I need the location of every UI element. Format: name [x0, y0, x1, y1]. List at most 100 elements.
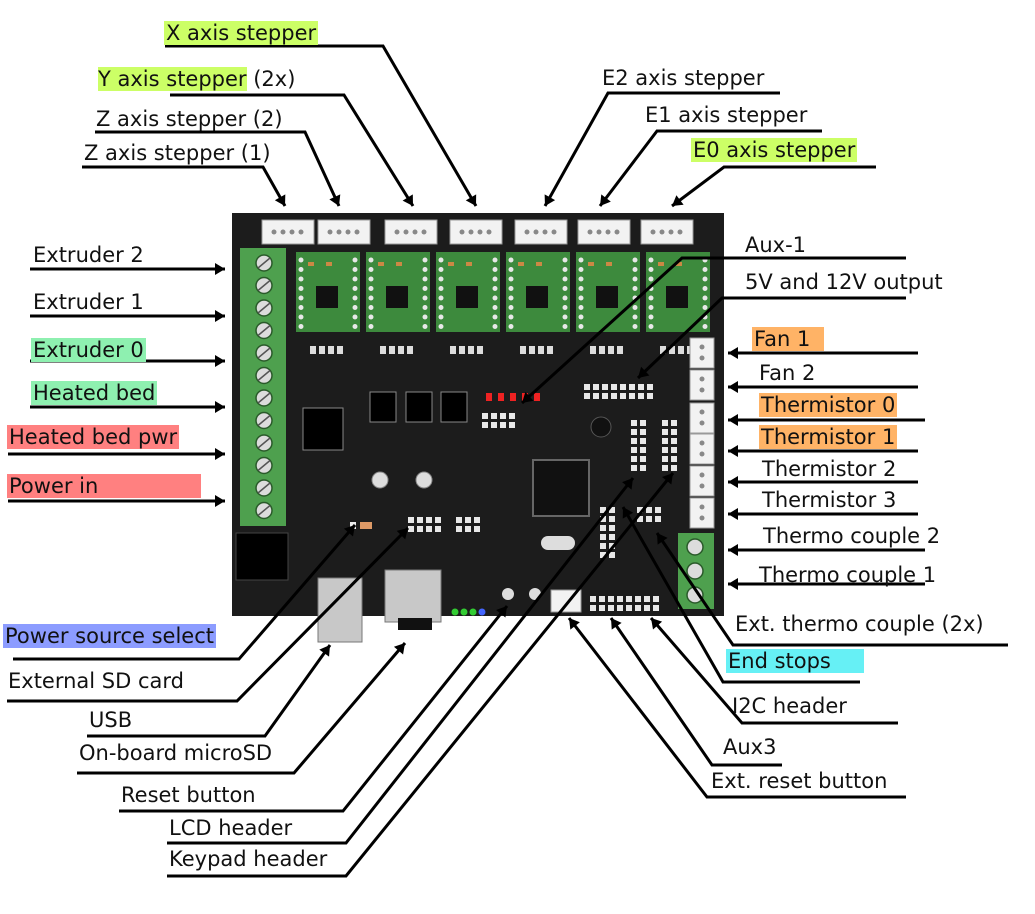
side-connector — [689, 465, 715, 497]
arrowhead — [728, 445, 738, 457]
label-e0-stepper: E0 axis stepper — [691, 138, 858, 162]
driver-smd — [518, 262, 524, 266]
aux1-header — [611, 393, 617, 399]
arrowhead — [544, 194, 556, 206]
jumper-pin — [328, 346, 334, 354]
leader-line — [77, 642, 407, 775]
jumper-pin — [669, 346, 675, 354]
driver-pin — [648, 305, 654, 310]
aux-header — [509, 413, 515, 419]
driver-pin — [578, 295, 584, 301]
ext-sd-header — [408, 526, 414, 532]
driver-pin — [352, 305, 358, 310]
end-stop-header — [655, 507, 661, 513]
aux3-header — [617, 605, 623, 611]
aux1-header — [584, 393, 590, 399]
driver-pin — [702, 276, 708, 282]
led — [498, 393, 504, 401]
arrowhead — [657, 533, 668, 545]
driver-pin — [492, 257, 498, 263]
driver-pin — [562, 276, 568, 282]
driver-pin — [298, 257, 304, 263]
leader-line — [621, 506, 860, 684]
driver-pin — [438, 305, 444, 310]
aux-header — [482, 413, 488, 419]
end-stop-header — [600, 543, 606, 549]
driver-smd — [466, 262, 472, 266]
arrowhead — [728, 414, 738, 426]
driver-pin — [508, 295, 514, 301]
driver-pin — [352, 324, 358, 329]
label-e1-stepper: E1 axis stepper — [645, 103, 808, 127]
driver-pin — [352, 267, 358, 272]
label-heated-bed-pwr: Heated bed pwr — [7, 425, 180, 449]
leader-line — [671, 165, 876, 208]
driver-smd — [448, 262, 454, 266]
driver-pin — [422, 276, 428, 282]
connector-pin — [345, 229, 351, 235]
connector-pin — [477, 229, 483, 235]
connector-pin — [412, 229, 418, 235]
connector-pin — [699, 376, 705, 382]
driver-smd — [308, 262, 314, 266]
end-stop-header — [646, 507, 652, 513]
label-aux-1: Aux-1 — [745, 233, 807, 257]
keypad-header — [662, 420, 668, 426]
driver-pin — [632, 305, 638, 310]
end-stop-header — [600, 525, 606, 531]
connector-pin — [468, 229, 474, 235]
connector-pin — [699, 515, 705, 521]
driver-pin — [492, 276, 498, 282]
driver-pin — [438, 324, 444, 329]
driver-pin — [438, 314, 444, 320]
connector-pin — [699, 472, 705, 478]
connector-pin — [614, 229, 620, 235]
aux-header — [456, 517, 462, 523]
label-y-stepper: Y axis stepper (2x) — [96, 67, 297, 91]
end-stop-header — [600, 552, 606, 558]
arrowhead — [393, 643, 405, 655]
screw-slot — [257, 482, 271, 494]
driver-pin — [702, 267, 708, 272]
driver-pin — [352, 295, 358, 301]
driver-smd — [676, 262, 682, 266]
connector-pin — [699, 344, 705, 350]
lcd-header — [631, 420, 637, 426]
status-led — [451, 608, 459, 616]
arrowhead — [215, 355, 225, 367]
driver-pin — [492, 295, 498, 301]
aux3-header — [626, 605, 632, 611]
keypad-header — [662, 465, 668, 471]
microsd-slot — [398, 618, 432, 630]
driver-pin — [438, 276, 444, 282]
voltage-regulator — [302, 407, 344, 451]
arrowhead — [662, 473, 673, 485]
label-z-stepper-1: Z axis stepper (1) — [84, 141, 271, 165]
arrowhead — [274, 194, 286, 206]
end-stop-header — [609, 507, 615, 513]
jumper-pin — [599, 346, 605, 354]
end-stop-header — [600, 516, 606, 522]
end-stop-header — [609, 516, 615, 522]
keypad-header — [662, 438, 668, 444]
label-fan-1: Fan 1 — [752, 327, 824, 351]
driver-smd — [606, 262, 612, 266]
end-stop-header — [600, 534, 606, 540]
microcontroller — [532, 459, 590, 517]
driver-pin — [298, 267, 304, 272]
leader-line — [13, 524, 357, 661]
keypad-header — [671, 447, 677, 453]
driver-pin — [368, 324, 374, 329]
driver-pin — [648, 324, 654, 329]
lcd-header — [631, 447, 637, 453]
usb-connector — [384, 569, 442, 623]
driver-pin — [562, 257, 568, 263]
ext-sd-header — [426, 517, 432, 523]
label-thermistor-1: Thermistor 1 — [759, 425, 898, 449]
connector-pin — [336, 229, 342, 235]
arrowhead — [402, 194, 413, 206]
driver-pin — [438, 267, 444, 272]
lcd-header — [640, 456, 646, 462]
reset-button-cap — [502, 588, 514, 600]
